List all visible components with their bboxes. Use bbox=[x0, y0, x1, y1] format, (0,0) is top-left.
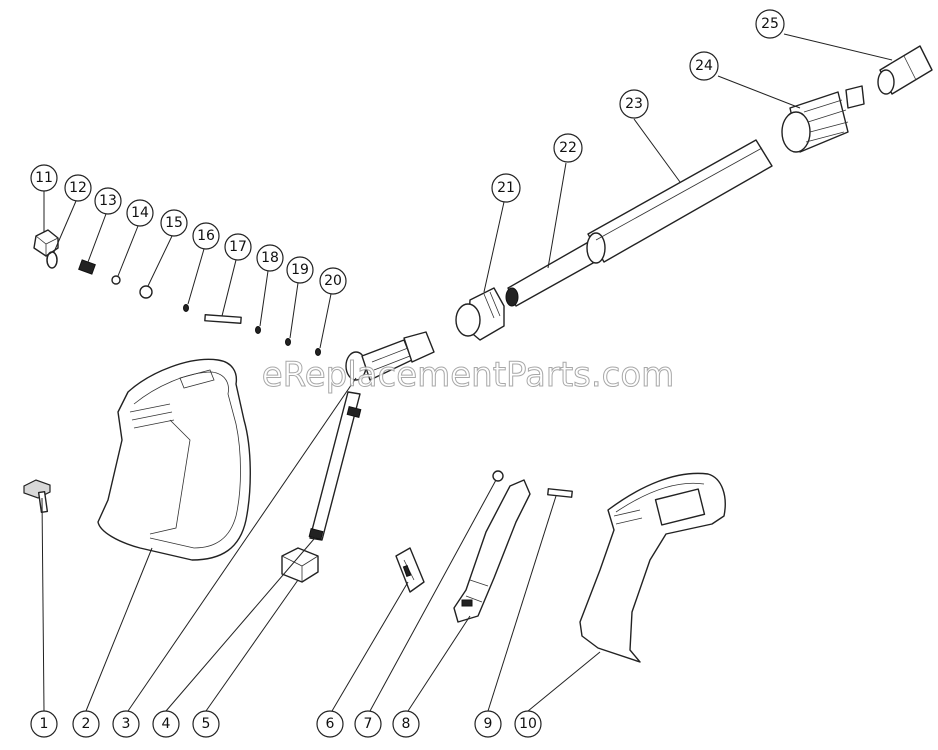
callout-label: 6 bbox=[326, 716, 335, 732]
callout-label: 1 bbox=[40, 716, 49, 732]
part-17-stem bbox=[204, 314, 242, 324]
callout-7: 7 bbox=[354, 710, 382, 738]
part-19-o-ring bbox=[285, 338, 291, 346]
callout-6: 6 bbox=[316, 710, 344, 738]
callout-label: 4 bbox=[162, 716, 171, 732]
callout-4: 4 bbox=[152, 710, 180, 738]
callout-label: 3 bbox=[122, 716, 131, 732]
callout-label: 5 bbox=[202, 716, 211, 732]
callout-label: 13 bbox=[99, 193, 117, 209]
part-10-right-housing bbox=[579, 472, 726, 663]
callout-label: 21 bbox=[497, 180, 515, 196]
callout-label: 11 bbox=[35, 170, 53, 186]
callout-label: 9 bbox=[484, 716, 493, 732]
callout-25: 25 bbox=[755, 9, 785, 39]
callout-label: 15 bbox=[165, 215, 183, 231]
part-20-o-ring bbox=[315, 348, 321, 356]
callout-14: 14 bbox=[126, 199, 154, 227]
callout-label: 18 bbox=[261, 250, 279, 266]
part-13-spring bbox=[78, 259, 96, 275]
callout-3: 3 bbox=[112, 710, 140, 738]
callout-18: 18 bbox=[256, 244, 284, 272]
part-7-ball bbox=[492, 470, 504, 482]
callout-label: 17 bbox=[229, 239, 247, 255]
part-14-ball bbox=[111, 275, 121, 285]
callout-label: 8 bbox=[402, 716, 411, 732]
callout-10: 10 bbox=[514, 710, 542, 738]
part-24-coupler bbox=[781, 85, 865, 153]
callout-12: 12 bbox=[64, 174, 92, 202]
part-12-o-ring bbox=[46, 251, 58, 269]
part-18-o-ring bbox=[255, 326, 261, 334]
callout-label: 2 bbox=[82, 716, 91, 732]
callout-24: 24 bbox=[689, 51, 719, 81]
callout-21: 21 bbox=[491, 173, 521, 203]
part-15-seat bbox=[139, 285, 153, 299]
watermark-text: eReplacementParts.com bbox=[262, 355, 675, 395]
callout-label: 24 bbox=[695, 58, 713, 74]
callout-label: 12 bbox=[69, 180, 87, 196]
callout-13: 13 bbox=[94, 187, 122, 215]
part-21-coupling bbox=[455, 287, 505, 341]
part-23-sleeve bbox=[586, 139, 773, 264]
callout-22: 22 bbox=[553, 133, 583, 163]
part-9-pin bbox=[547, 488, 573, 498]
callout-label: 20 bbox=[324, 273, 342, 289]
part-4-tube bbox=[308, 391, 362, 541]
leader-lines bbox=[41, 33, 893, 712]
callout-label: 22 bbox=[559, 140, 577, 156]
callout-label: 16 bbox=[197, 228, 215, 244]
part-11-plug bbox=[33, 229, 59, 257]
part-2-left-housing bbox=[97, 358, 251, 561]
part-1-screw bbox=[23, 479, 51, 514]
callout-11: 11 bbox=[30, 164, 58, 192]
callout-23: 23 bbox=[619, 89, 649, 119]
part-6-clip bbox=[395, 547, 425, 593]
callout-label: 23 bbox=[625, 96, 643, 112]
callout-2: 2 bbox=[72, 710, 100, 738]
part-16-o-ring bbox=[183, 304, 189, 312]
callout-label: 19 bbox=[291, 262, 309, 278]
callout-9: 9 bbox=[474, 710, 502, 738]
callout-5: 5 bbox=[192, 710, 220, 738]
callout-8: 8 bbox=[392, 710, 420, 738]
callout-1: 1 bbox=[30, 710, 58, 738]
callout-16: 16 bbox=[192, 222, 220, 250]
part-3-valve-body bbox=[345, 331, 435, 381]
callout-label: 14 bbox=[131, 205, 149, 221]
part-5-nut bbox=[281, 547, 319, 583]
callout-label: 10 bbox=[519, 716, 537, 732]
callout-15: 15 bbox=[160, 209, 188, 237]
callout-19: 19 bbox=[286, 256, 314, 284]
callout-20: 20 bbox=[319, 267, 347, 295]
callout-label: 7 bbox=[364, 716, 373, 732]
callout-17: 17 bbox=[224, 233, 252, 261]
part-8-trigger bbox=[453, 479, 531, 623]
part-25-fitting bbox=[877, 45, 933, 95]
callout-label: 25 bbox=[761, 16, 779, 32]
